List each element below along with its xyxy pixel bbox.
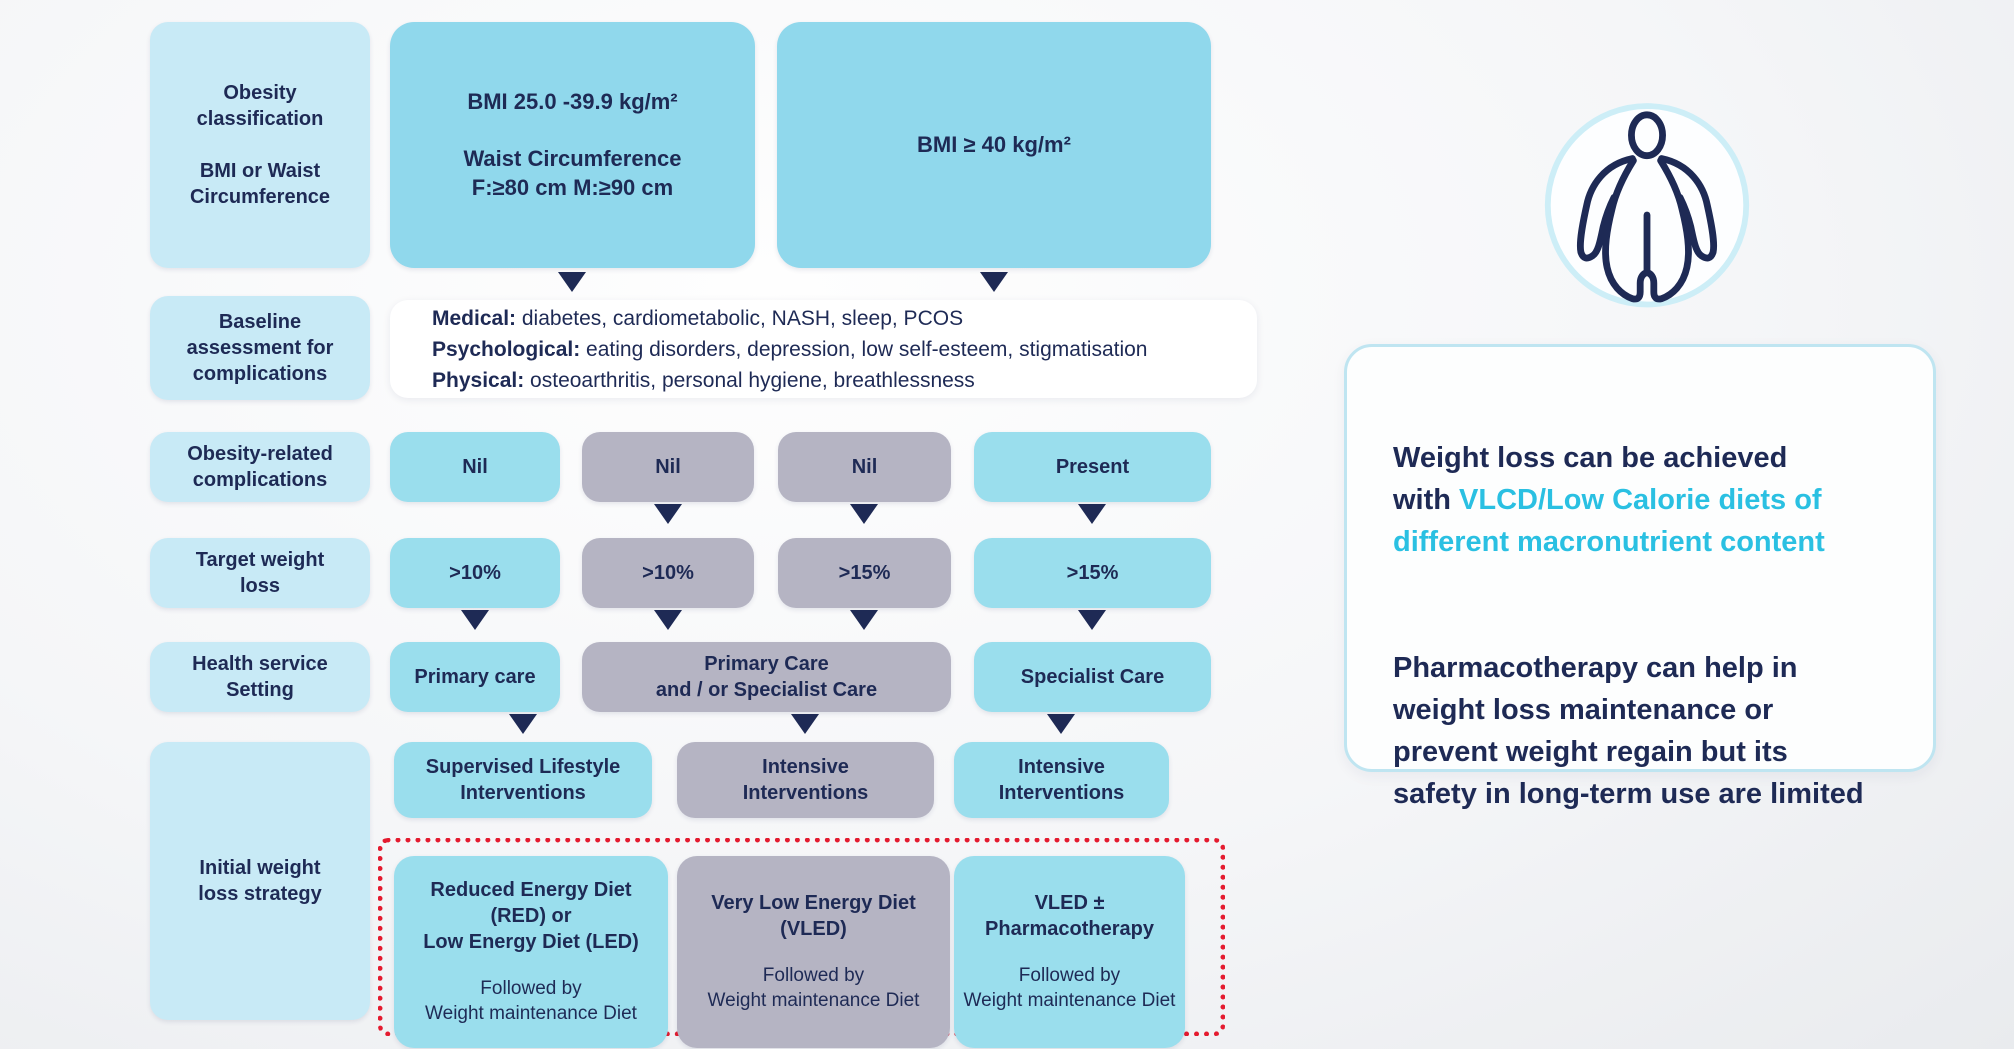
down-arrow-icon [980, 272, 1008, 292]
baseline-assessment-box: Medical: diabetes, cardiometabolic, NASH… [390, 300, 1257, 398]
row-label-target-weight-loss: Target weight loss [150, 538, 370, 608]
row-label-obesity-classification: Obesity classification BMI or Waist Circ… [150, 22, 370, 268]
baseline-psychological-label: Psychological: [432, 337, 581, 361]
down-arrow-icon [509, 714, 537, 734]
down-arrow-icon [558, 272, 586, 292]
down-arrow-icon [1047, 714, 1075, 734]
info-panel: Weight loss can be achieved with VLCD/Lo… [1344, 344, 1936, 810]
target-cell-4: >15% [974, 538, 1211, 608]
obese-person-icon [1540, 98, 1754, 312]
down-arrow-icon [654, 504, 682, 524]
baseline-psychological-text: eating disorders, depression, low self-e… [580, 337, 1148, 361]
row-label-initial-weight-loss-strategy: Initial weight loss strategy [150, 742, 370, 1020]
down-arrow-icon [850, 504, 878, 524]
info-paragraph-cyan-text: VLCD/Low Calorie diets of different macr… [1393, 484, 1825, 559]
row-label-health-service-setting: Health service Setting [150, 642, 370, 712]
diet-red-led-box: Reduced Energy Diet (RED) or Low Energy … [394, 856, 668, 1048]
diet-vled-pharmacotherapy-box: VLED ± Pharmacotherapy Followed by Weigh… [954, 856, 1185, 1048]
setting-specialist-care-box: Specialist Care [974, 642, 1211, 712]
diet-title: Very Low Energy Diet (VLED) [711, 892, 916, 941]
baseline-psychological-line: Psychological: eating disorders, depress… [432, 334, 1257, 365]
down-arrow-icon [791, 714, 819, 734]
complications-cell-4: Present [974, 432, 1211, 502]
baseline-physical-label: Physical: [432, 368, 525, 392]
classification-bmi-25-39-box: BMI 25.0 -39.9 kg/m² Waist Circumference… [390, 22, 755, 268]
diet-title: Reduced Energy Diet (RED) or Low Energy … [423, 879, 639, 954]
down-arrow-icon [1078, 504, 1106, 524]
down-arrow-icon [654, 610, 682, 630]
info-paragraph-pharmacotherapy: Pharmacotherapy can help in weight loss … [1393, 652, 1864, 811]
complications-cell-2: Nil [582, 432, 754, 502]
info-paragraph-vlcd: Weight loss can be achieved with VLCD/Lo… [1393, 437, 1887, 563]
diet-vled-box: Very Low Energy Diet (VLED) Followed by … [677, 856, 950, 1048]
intervention-supervised-lifestyle-box: Supervised Lifestyle Interventions [394, 742, 652, 818]
complications-cell-1: Nil [390, 432, 560, 502]
setting-primary-or-specialist-box: Primary Care and / or Specialist Care [582, 642, 951, 712]
diet-followup: Followed by Weight maintenance Diet [425, 978, 637, 1024]
row-label-obesity-related-complications: Obesity-related complications [150, 432, 370, 502]
row-label-subtitle: BMI or Waist Circumference [189, 160, 331, 208]
target-cell-2: >10% [582, 538, 754, 608]
diet-followup: Followed by Weight maintenance Diet [963, 965, 1176, 1011]
row-label-title: Obesity classification [196, 82, 324, 130]
diet-followup: Followed by Weight maintenance Diet [707, 965, 920, 1011]
down-arrow-icon [850, 610, 878, 630]
target-cell-3: >15% [778, 538, 951, 608]
classification-bmi-40-box: BMI ≥ 40 kg/m² [777, 22, 1211, 268]
target-cell-1: >10% [390, 538, 560, 608]
diet-title: VLED ± Pharmacotherapy [985, 892, 1154, 941]
baseline-physical-text: osteoarthritis, personal hygiene, breath… [524, 368, 975, 392]
down-arrow-icon [1078, 610, 1106, 630]
intervention-intensive-blue-box: Intensive Interventions [954, 742, 1169, 818]
baseline-medical-label: Medical: [432, 306, 517, 330]
row-label-baseline-assessment: Baseline assessment for complications [150, 296, 370, 400]
setting-primary-care-box: Primary care [390, 642, 560, 712]
down-arrow-icon [461, 610, 489, 630]
info-paragraph-dark-text: Weight loss can be achieved with [1393, 442, 1788, 517]
complications-cell-3: Nil [778, 432, 951, 502]
intervention-intensive-gray-box: Intensive Interventions [677, 742, 934, 818]
baseline-physical-line: Physical: osteoarthritis, personal hygie… [432, 365, 1257, 396]
baseline-medical-text: diabetes, cardiometabolic, NASH, sleep, … [516, 306, 964, 330]
baseline-medical-line: Medical: diabetes, cardiometabolic, NASH… [432, 303, 1257, 334]
